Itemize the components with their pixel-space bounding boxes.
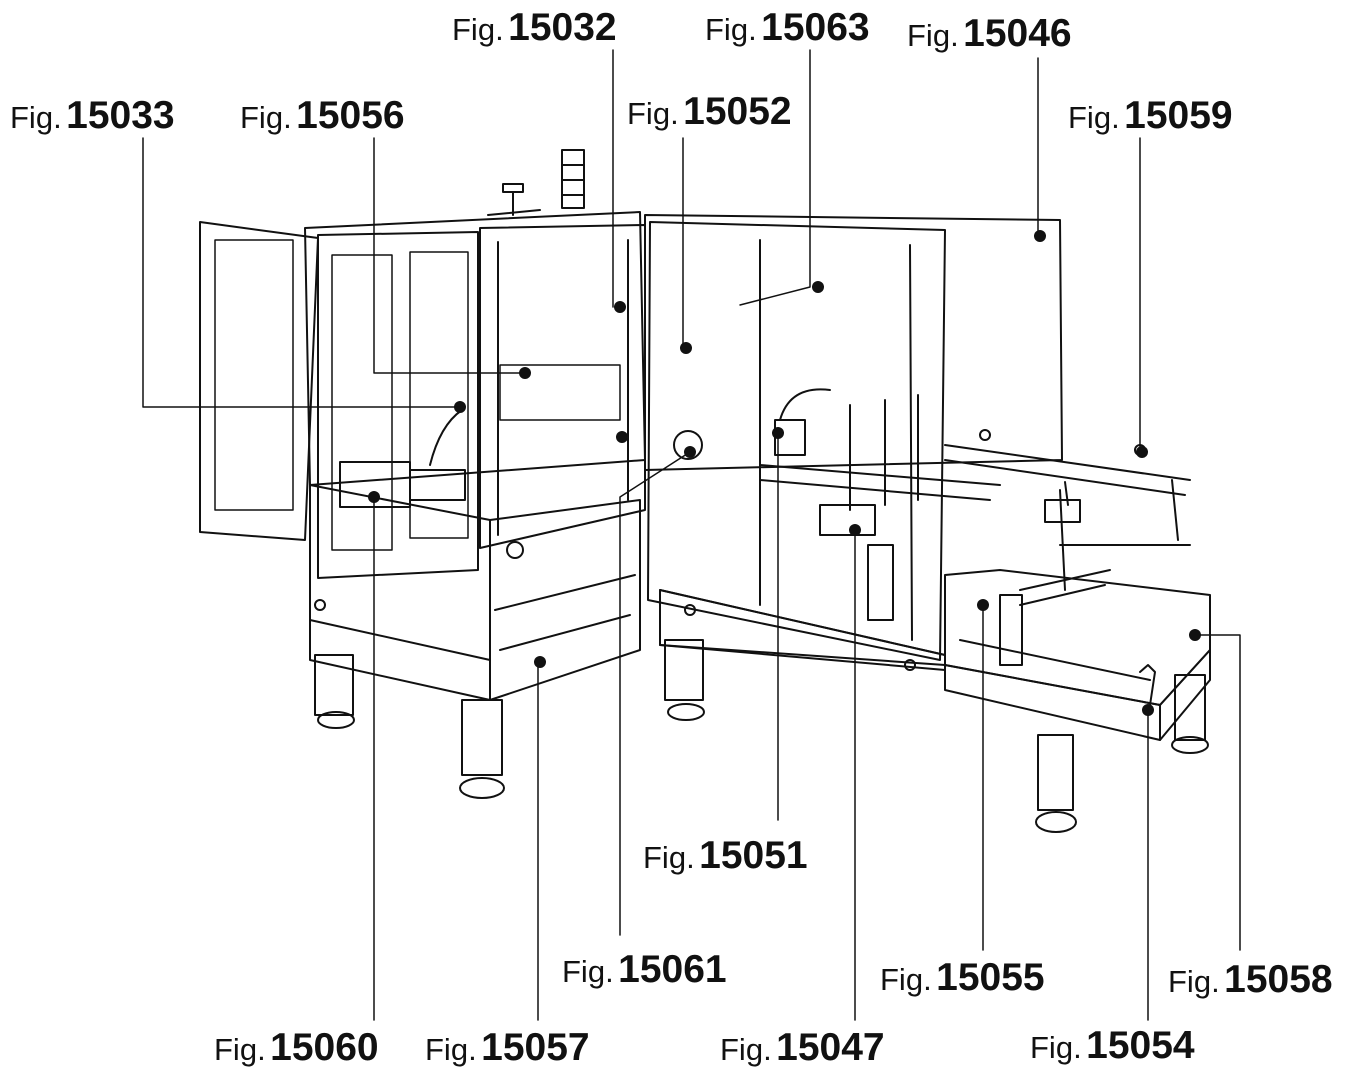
top-handle	[487, 183, 541, 216]
fig-prefix: Fig.	[1168, 964, 1220, 999]
callout-fig-15054: Fig. 15054	[1030, 1026, 1195, 1065]
fig-number: 15058	[1224, 958, 1333, 1001]
fig-prefix: Fig.	[214, 1032, 266, 1067]
callout-fig-15047: Fig. 15047	[720, 1028, 885, 1067]
fig-number: 15057	[481, 1026, 590, 1069]
fig-number: 15033	[66, 94, 175, 137]
fig-prefix: Fig.	[452, 12, 504, 47]
callout-fig-15063: Fig. 15063	[705, 8, 870, 47]
callout-fig-15059: Fig. 15059	[1068, 96, 1233, 135]
fig-prefix: Fig.	[1030, 1030, 1082, 1065]
fig-number: 15046	[963, 12, 1072, 55]
callout-fig-15052: Fig. 15052	[627, 92, 792, 131]
fig-number: 15051	[699, 834, 808, 877]
callout-fig-15061: Fig. 15061	[562, 950, 727, 989]
fig-prefix: Fig.	[705, 12, 757, 47]
outfeed-base-table	[944, 569, 1211, 741]
fig-prefix: Fig.	[907, 18, 959, 53]
warning-light-beacon	[561, 149, 585, 209]
fig-number: 15052	[683, 90, 792, 133]
fig-number: 15032	[508, 6, 617, 49]
left-door-open	[199, 221, 319, 541]
callout-fig-15033: Fig. 15033	[10, 96, 175, 135]
callout-fig-15058: Fig. 15058	[1168, 960, 1333, 999]
callout-fig-15060: Fig. 15060	[214, 1028, 379, 1067]
callout-fig-15032: Fig. 15032	[452, 8, 617, 47]
fig-number: 15047	[776, 1026, 885, 1069]
leader-lines	[142, 49, 1241, 1021]
callout-fig-15055: Fig. 15055	[880, 958, 1045, 997]
machine-left-cabinet	[304, 211, 646, 701]
fig-prefix: Fig.	[880, 962, 932, 997]
fig-number: 15059	[1124, 94, 1233, 137]
callout-fig-15051: Fig. 15051	[643, 836, 808, 875]
fig-prefix: Fig.	[240, 100, 292, 135]
fig-prefix: Fig.	[627, 96, 679, 131]
fig-number: 15060	[270, 1026, 379, 1069]
right-front-door	[647, 221, 946, 671]
callout-fig-15046: Fig. 15046	[907, 14, 1072, 53]
fig-number: 15061	[618, 948, 727, 991]
left-front-door	[317, 231, 479, 579]
fig-prefix: Fig.	[425, 1032, 477, 1067]
internal-mechanism	[339, 364, 1001, 621]
fig-prefix: Fig.	[10, 100, 62, 135]
fig-prefix: Fig.	[643, 840, 695, 875]
callout-fig-15057: Fig. 15057	[425, 1028, 590, 1067]
fig-number: 15055	[936, 956, 1045, 999]
leader-dots	[368, 230, 1201, 716]
machine-legs	[314, 639, 1209, 833]
fig-number: 15056	[296, 94, 405, 137]
center-door	[479, 224, 646, 549]
fig-prefix: Fig.	[1068, 100, 1120, 135]
fig-prefix: Fig.	[562, 954, 614, 989]
fig-prefix: Fig.	[720, 1032, 772, 1067]
fig-number: 15063	[761, 6, 870, 49]
callout-fig-15056: Fig. 15056	[240, 96, 405, 135]
fig-number: 15054	[1086, 1024, 1195, 1067]
